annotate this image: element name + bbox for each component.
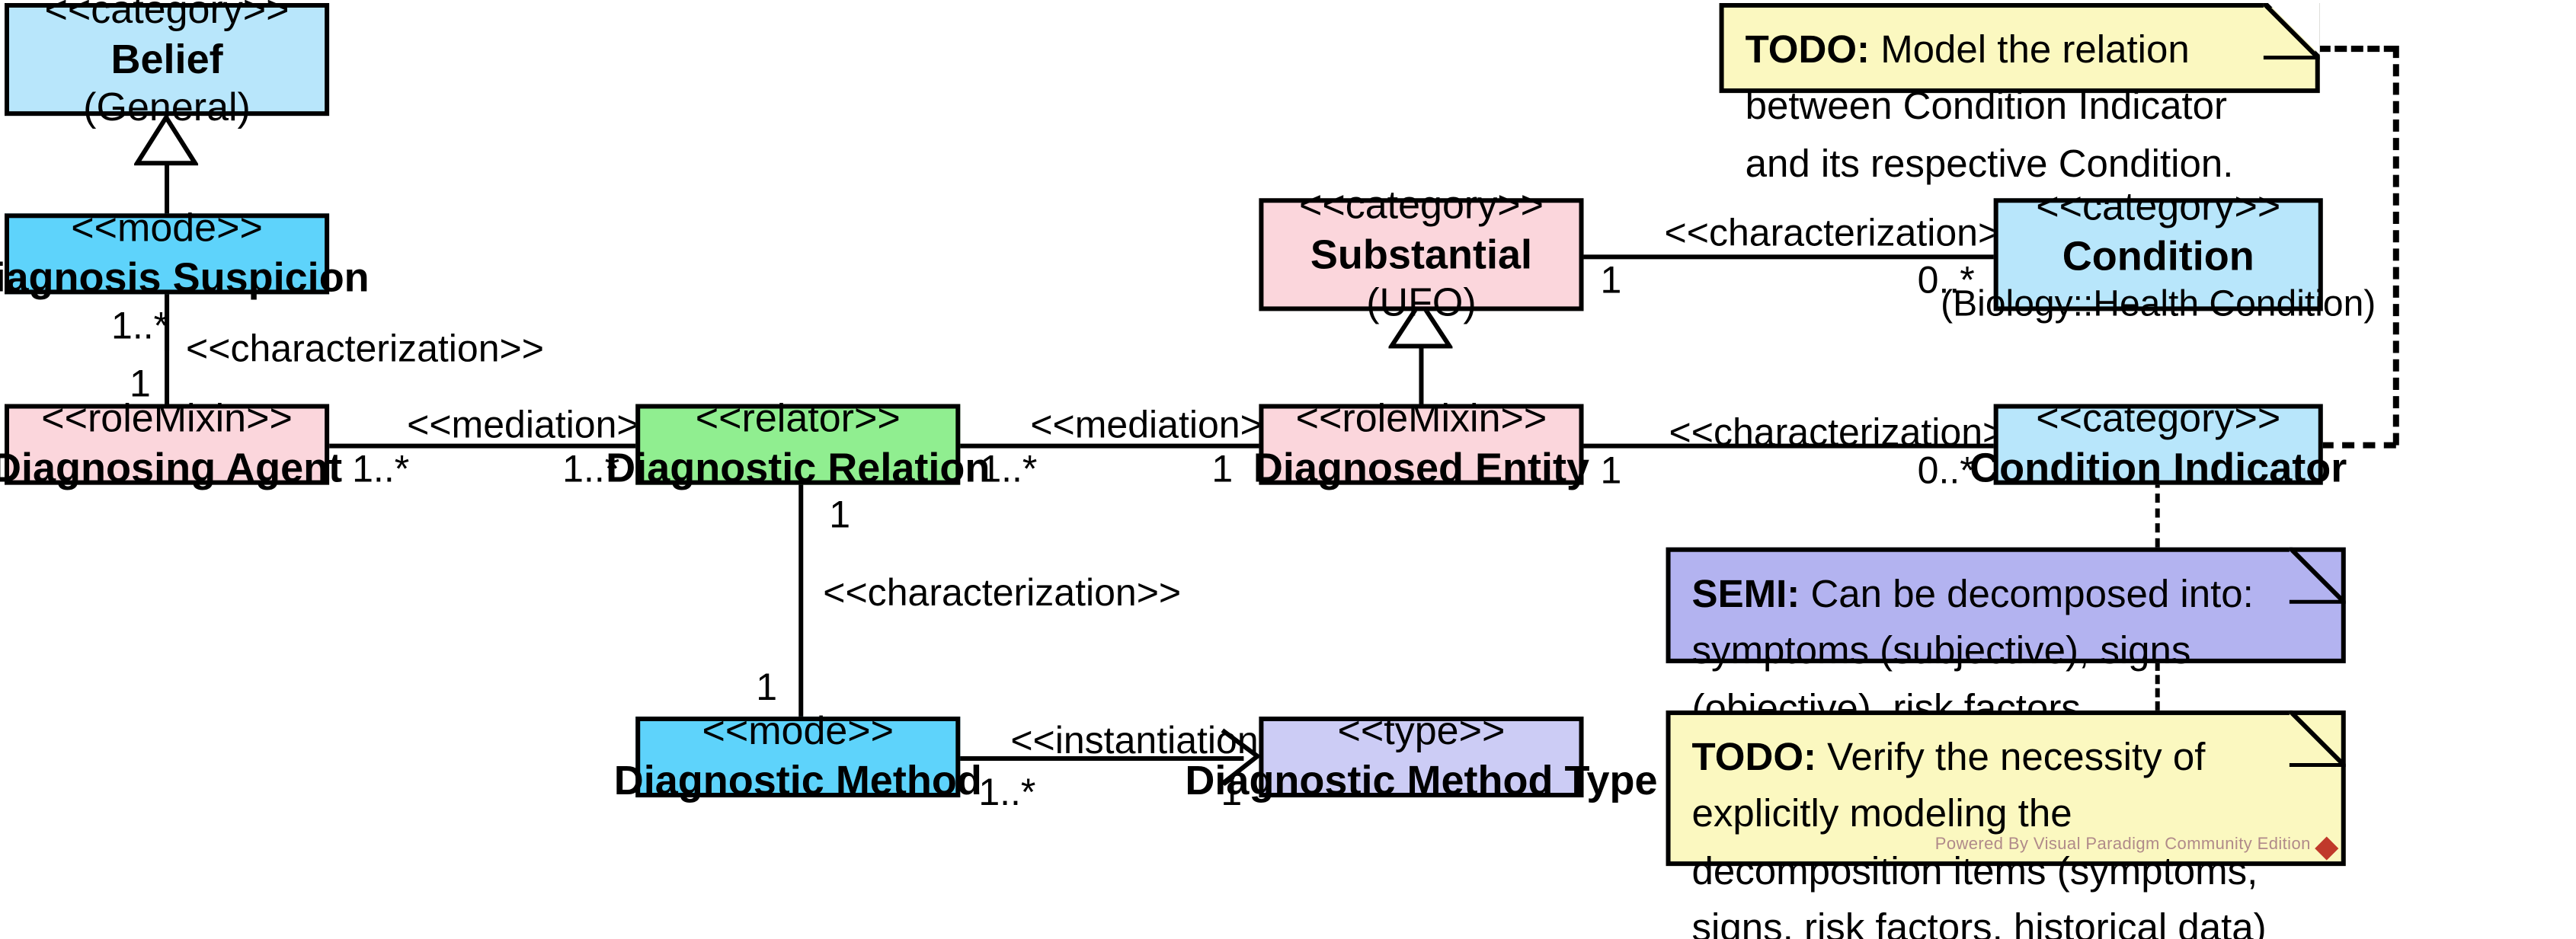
class-qualifier: (General): [83, 85, 251, 131]
multiplicity-entity-indicator-right: 0..*: [1917, 449, 1975, 493]
watermark-diamond-icon: [2315, 836, 2339, 861]
class-name: Diagnostic Relation: [606, 445, 990, 491]
multiplicity-suspicion-agent-top: 1..*: [111, 305, 169, 348]
multiplicity-entity-indicator-left: 1: [1600, 449, 1622, 493]
edge-label-characterization-suspicion-agent: <<characterization>>: [186, 327, 544, 371]
class-box-belief[interactable]: <<category>> Belief (General): [5, 0, 330, 130]
note-fold-corner-icon: [2289, 547, 2346, 604]
multiplicity-agent-relation-left: 1..*: [352, 448, 410, 491]
watermark-text: Powered By Visual Paradigm Community Edi…: [1934, 835, 2311, 854]
multiplicity-substantial-condition-left: 1: [1600, 259, 1622, 302]
multiplicity-method-type-right: 1: [1221, 771, 1243, 815]
edge-label-instantiation-method-type: <<instantiation>>: [1010, 719, 1304, 763]
class-name: Condition Indicator: [1970, 445, 2347, 491]
characterization-line-substantial-condition: [1583, 254, 1995, 260]
class-qualifier: (UFO): [1366, 279, 1477, 326]
note-anchor-semi-lower: [2155, 661, 2160, 711]
class-name: Diagnostic Method Type: [1185, 757, 1658, 803]
edge-label-characterization-entity-indicator: <<characterization>>: [1669, 411, 2027, 455]
note-anchor-semi-upper: [2155, 478, 2160, 548]
generalization-triangle-belief: [134, 114, 199, 166]
class-qualifier: (Biology::Health Condition): [1941, 283, 2376, 324]
note-text: Verify the necessity of explicitly model…: [1691, 736, 2267, 939]
class-box-diagnosis-suspicion[interactable]: <<mode>> Diagnosis Suspicion: [0, 205, 370, 301]
edge-label-characterization-substantial-condition: <<characterization>>: [1664, 212, 2023, 255]
edge-label-mediation-agent-relation: <<mediation>>: [407, 404, 661, 447]
note-text: Model the relation between Condition Ind…: [1745, 29, 2234, 187]
class-stereotype: <<mode>>: [702, 707, 894, 754]
class-name: Diagnostic Method: [613, 757, 982, 803]
class-stereotype: <<category>>: [2036, 183, 2281, 229]
class-stereotype: <<roleMixin>>: [41, 394, 293, 441]
mediation-line-relation-entity: [958, 443, 1261, 449]
instantiation-line-method-type: [958, 755, 1244, 761]
class-name: Diagnosing Agent: [0, 445, 343, 491]
characterization-line-suspicion-agent: [165, 292, 170, 404]
multiplicity-suspicion-agent-bottom: 1: [130, 363, 151, 406]
class-stereotype: <<mode>>: [71, 204, 263, 251]
edge-label-mediation-relation-entity: <<mediation>>: [1030, 404, 1285, 447]
class-box-condition-indicator[interactable]: <<category>> Condition Indicator: [1970, 395, 2347, 491]
multiplicity-substantial-condition-right: 0..*: [1917, 259, 1975, 302]
class-name: Substantial: [1310, 231, 1533, 277]
note-tag: TODO:: [1691, 736, 1817, 780]
mediation-line-agent-relation: [329, 443, 638, 449]
class-stereotype: <<category>>: [1298, 180, 1544, 227]
note-fold-corner-icon: [2263, 3, 2320, 60]
multiplicity-relation-method-bottom: 1: [756, 666, 778, 709]
generalization-triangle-substantial: [1388, 299, 1453, 349]
class-stereotype: <<relator>>: [695, 394, 901, 441]
characterization-line-entity-indicator: [1583, 443, 1995, 449]
note-todo-condition[interactable]: TODO: Model the relation between Conditi…: [1719, 3, 2320, 186]
note-fold-corner-icon: [2289, 710, 2346, 768]
note-tag: TODO:: [1745, 29, 1870, 72]
multiplicity-agent-relation-right: 1..*: [562, 448, 620, 491]
note-anchor-todo-condition-bottom: [2321, 442, 2396, 449]
class-box-diagnostic-relation[interactable]: <<relator>> Diagnostic Relation: [606, 395, 990, 491]
note-tag: SEMI:: [1691, 573, 1800, 616]
class-box-diagnosing-agent[interactable]: <<roleMixin>> Diagnosing Agent: [0, 395, 342, 491]
class-stereotype: <<type>>: [1337, 707, 1506, 754]
note-todo-verify[interactable]: TODO: Verify the necessity of explicitly…: [1666, 710, 2346, 939]
class-name: Diagnosed Entity: [1253, 445, 1590, 491]
note-semi-decomposition[interactable]: SEMI: Can be decomposed into: symptoms (…: [1666, 547, 2346, 845]
class-box-diagnostic-method-type[interactable]: <<type>> Diagnostic Method Type: [1185, 707, 1657, 803]
edge-label-characterization-relation-method: <<characterization>>: [823, 571, 1182, 615]
generalization-line-substantial: [1419, 343, 1424, 410]
note-anchor-todo-condition-top: [2318, 46, 2396, 53]
class-box-diagnosed-entity[interactable]: <<roleMixin>> Diagnosed Entity: [1253, 395, 1589, 491]
class-stereotype: <<category>>: [2036, 394, 2281, 441]
class-name: Belief: [110, 36, 223, 82]
class-stereotype: <<roleMixin>>: [1295, 394, 1547, 441]
multiplicity-method-type-left: 1..*: [978, 771, 1036, 815]
note-anchor-todo-condition-rail: [2392, 46, 2399, 446]
class-box-diagnostic-method[interactable]: <<mode>> Diagnostic Method: [614, 707, 982, 803]
multiplicity-relation-method-top: 1: [829, 493, 851, 537]
class-name: Diagnosis Suspicion: [0, 254, 370, 301]
class-box-condition[interactable]: <<category>> Condition (Biology::Health …: [1941, 183, 2376, 324]
multiplicity-relation-entity-right: 1: [1211, 448, 1234, 491]
multiplicity-relation-entity-left: 1..*: [980, 448, 1038, 491]
class-box-substantial[interactable]: <<category>> Substantial (UFO): [1259, 181, 1584, 325]
instantiation-arrowhead: [1221, 728, 1262, 786]
class-stereotype: <<category>>: [44, 0, 290, 32]
characterization-line-relation-method: [798, 483, 804, 717]
class-name: Condition: [2062, 232, 2254, 279]
